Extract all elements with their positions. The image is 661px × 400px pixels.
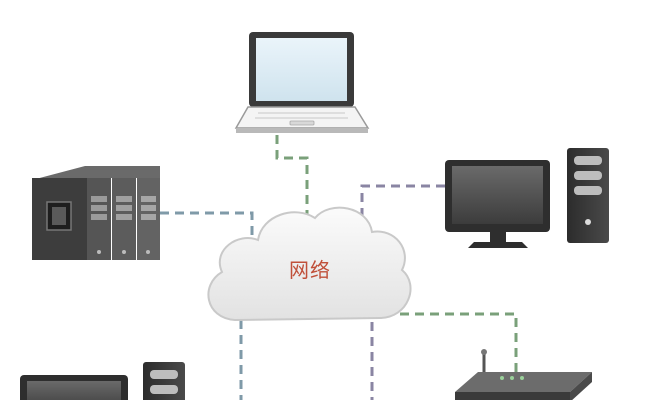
desktop-computer-icon — [20, 362, 185, 400]
server-unit-3 — [137, 178, 160, 260]
connection-server-cloud — [160, 211, 254, 245]
connection-router-cloud — [400, 312, 518, 372]
server-unit-1 — [87, 178, 111, 260]
connection-desktop-cloud — [360, 184, 445, 228]
laptop-icon — [234, 32, 370, 133]
tower-icon — [567, 148, 609, 243]
router-icon — [455, 349, 592, 400]
desktop-computer-icon — [445, 148, 609, 248]
connection-laptop-cloud — [275, 135, 309, 218]
cloud-label: 网络 — [289, 258, 331, 282]
server-rack-icon — [32, 166, 160, 260]
monitor-icon — [445, 160, 550, 248]
tower-icon — [143, 362, 185, 400]
monitor-icon — [20, 375, 128, 400]
cloud-icon — [207, 206, 412, 322]
server-unit-2 — [112, 178, 136, 260]
